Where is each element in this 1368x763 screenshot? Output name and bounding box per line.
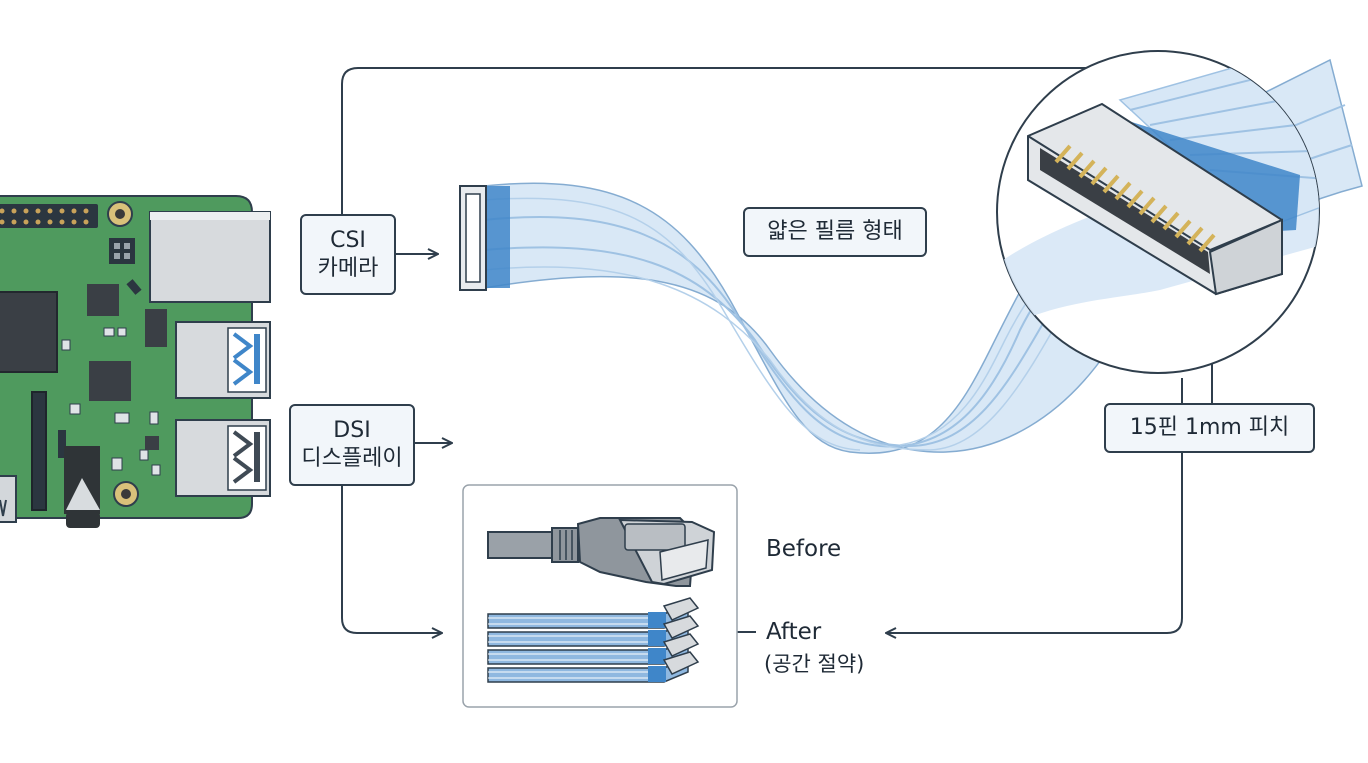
thin-film-text: 얇은 필름 형태 bbox=[767, 219, 903, 244]
pitch-to-after-line bbox=[886, 453, 1183, 633]
pin-pitch-text: 15핀 1mm 피치 bbox=[1129, 415, 1290, 440]
thin-film-label: 얇은 필름 형태 bbox=[743, 207, 927, 257]
raspberry-pi-board-icon bbox=[0, 195, 271, 528]
dsi-label-text: DSI bbox=[333, 418, 371, 443]
connector-lines bbox=[341, 67, 1213, 633]
ffc-connector-magnified-icon bbox=[996, 50, 1320, 374]
dsi-display-label: DSI 디스플레이 bbox=[289, 404, 415, 486]
dsi-to-after-line bbox=[341, 486, 442, 633]
csi-label-text: CSI bbox=[330, 227, 366, 253]
csi-camera-label: CSI 카메라 bbox=[300, 214, 396, 295]
stacked-ribbon-cables-icon bbox=[487, 597, 700, 683]
after-label: After bbox=[766, 619, 822, 645]
before-label: Before bbox=[766, 536, 842, 562]
display-label-text: 디스플레이 bbox=[301, 446, 403, 471]
csi-to-connector-line bbox=[341, 67, 1092, 214]
space-saving-label: (공간 절약) bbox=[764, 652, 865, 676]
camera-label-text: 카메라 bbox=[317, 255, 379, 281]
pin-pitch-label: 15핀 1mm 피치 bbox=[1104, 403, 1315, 453]
round-cable-plug-icon bbox=[487, 517, 716, 587]
